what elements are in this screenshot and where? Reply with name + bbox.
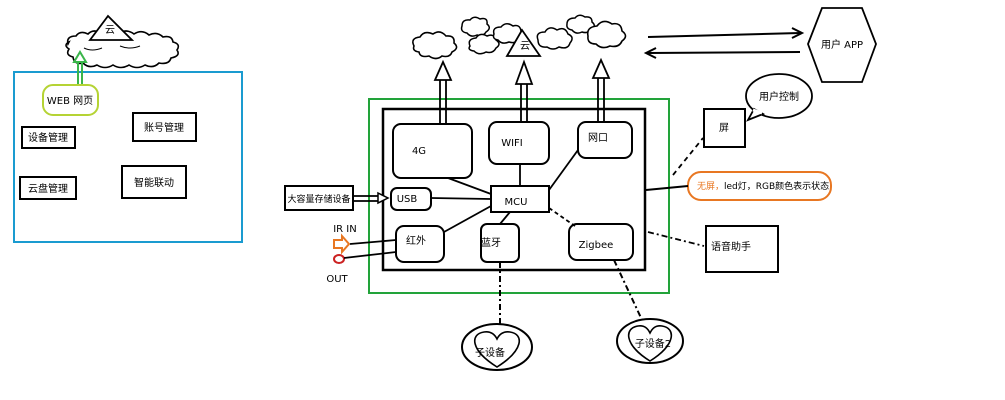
module-bt[interactable]: 蓝牙 — [480, 223, 520, 263]
module-port-label: 网口 — [588, 132, 608, 144]
module-bt-label: 蓝牙 — [481, 237, 501, 249]
device-mgmt-node[interactable]: 设备管理 — [21, 126, 76, 149]
module-usb[interactable]: USB — [390, 187, 432, 211]
top-cloud-triangle — [505, 28, 542, 57]
screen-link — [672, 137, 704, 176]
user-app-node[interactable]: 用户 APP — [807, 7, 877, 83]
module-usb-label: USB — [397, 194, 418, 205]
up-arrow-port — [591, 57, 611, 124]
cloud-puff-3 — [468, 33, 500, 55]
web-page-node[interactable]: WEB 网页 — [42, 84, 99, 116]
user-app-label: 用户 APP — [821, 38, 863, 51]
device-mgmt-label: 设备管理 — [28, 131, 68, 144]
account-mgmt-label: 账号管理 — [144, 121, 184, 134]
heart-icon — [474, 331, 520, 368]
user-control-bubble: 用户控制 — [745, 73, 813, 122]
cloud-puff-7 — [586, 20, 627, 49]
top-clouds-group: 云 — [412, 14, 627, 60]
status-prefix: 无屏， — [697, 181, 724, 192]
hub-inner-frame — [381, 107, 647, 272]
module-zigbee-label: Zigbee — [579, 240, 614, 251]
left-cloud-label: 云 — [105, 25, 115, 36]
screen-label: 屏 — [719, 122, 729, 134]
status-rest: led灯，RGB颜色表示状态 — [724, 180, 829, 192]
module-4g[interactable]: 4G — [392, 123, 473, 179]
module-4g-label: 4G — [412, 146, 426, 157]
module-port[interactable]: 网口 — [577, 121, 633, 159]
app-sync-arrows — [643, 27, 805, 59]
storage-label: 大容量存储设备 — [287, 193, 350, 205]
voice-assistant-node[interactable]: 语音助手 — [705, 225, 779, 273]
left-cloud-group: 云 — [65, 14, 180, 69]
module-ir[interactable]: 红外 — [395, 225, 445, 263]
module-ir-label: 红外 — [406, 234, 426, 247]
management-panel-frame — [13, 71, 243, 243]
heart-icon — [627, 325, 673, 362]
smart-linkage-node[interactable]: 智能联动 — [121, 165, 187, 199]
account-mgmt-node[interactable]: 账号管理 — [132, 112, 197, 142]
module-zigbee[interactable]: Zigbee — [568, 223, 634, 261]
green-up-arrow — [72, 50, 88, 84]
cloud-puff-5 — [536, 27, 573, 50]
child-2-link — [613, 259, 643, 321]
module-wifi-label: WIFI — [501, 138, 523, 149]
ir-out-emitter — [333, 251, 397, 264]
status-link — [645, 185, 689, 191]
up-arrow-wifi — [514, 59, 534, 124]
cloud-disk-mgmt-label: 云盘管理 — [28, 182, 68, 195]
child-device-1[interactable]: 子设备 — [461, 323, 533, 371]
ir-in-label: IR IN — [333, 224, 357, 235]
module-wifi[interactable]: WIFI — [488, 121, 550, 165]
voice-assistant-label: 语音助手 — [711, 240, 751, 253]
module-mcu[interactable]: MCU — [490, 185, 550, 213]
smart-linkage-label: 智能联动 — [134, 176, 174, 189]
left-cloud-triangle — [88, 14, 135, 41]
out-label: OUT — [326, 274, 348, 285]
child-device-2-label: 子设备2 — [635, 337, 671, 350]
web-page-label: WEB 网页 — [47, 95, 93, 107]
child-device-1-label: 子设备 — [475, 346, 505, 359]
hub-connections — [430, 149, 579, 233]
ir-in-arrow — [333, 233, 397, 255]
voice-link — [647, 231, 705, 247]
up-arrow-4g — [433, 59, 453, 126]
cloud-disk-mgmt-node[interactable]: 云盘管理 — [19, 176, 77, 200]
user-control-label: 用户控制 — [759, 90, 799, 103]
status-led-node[interactable]: 无屏，led灯，RGB颜色表示状态 — [687, 171, 832, 201]
status-led-label: 无屏，led灯，RGB颜色表示状态 — [697, 180, 829, 192]
cloud-puff-2 — [460, 16, 490, 37]
screen-node[interactable]: 屏 — [703, 108, 746, 148]
storage-node[interactable]: 大容量存储设备 — [284, 185, 354, 211]
cloud-puff-1 — [412, 31, 458, 60]
storage-usb-link — [353, 191, 390, 205]
module-mcu-label: MCU — [505, 197, 528, 208]
child-device-2[interactable]: 子设备2 — [616, 318, 684, 364]
top-cloud-label: 云 — [520, 41, 530, 52]
